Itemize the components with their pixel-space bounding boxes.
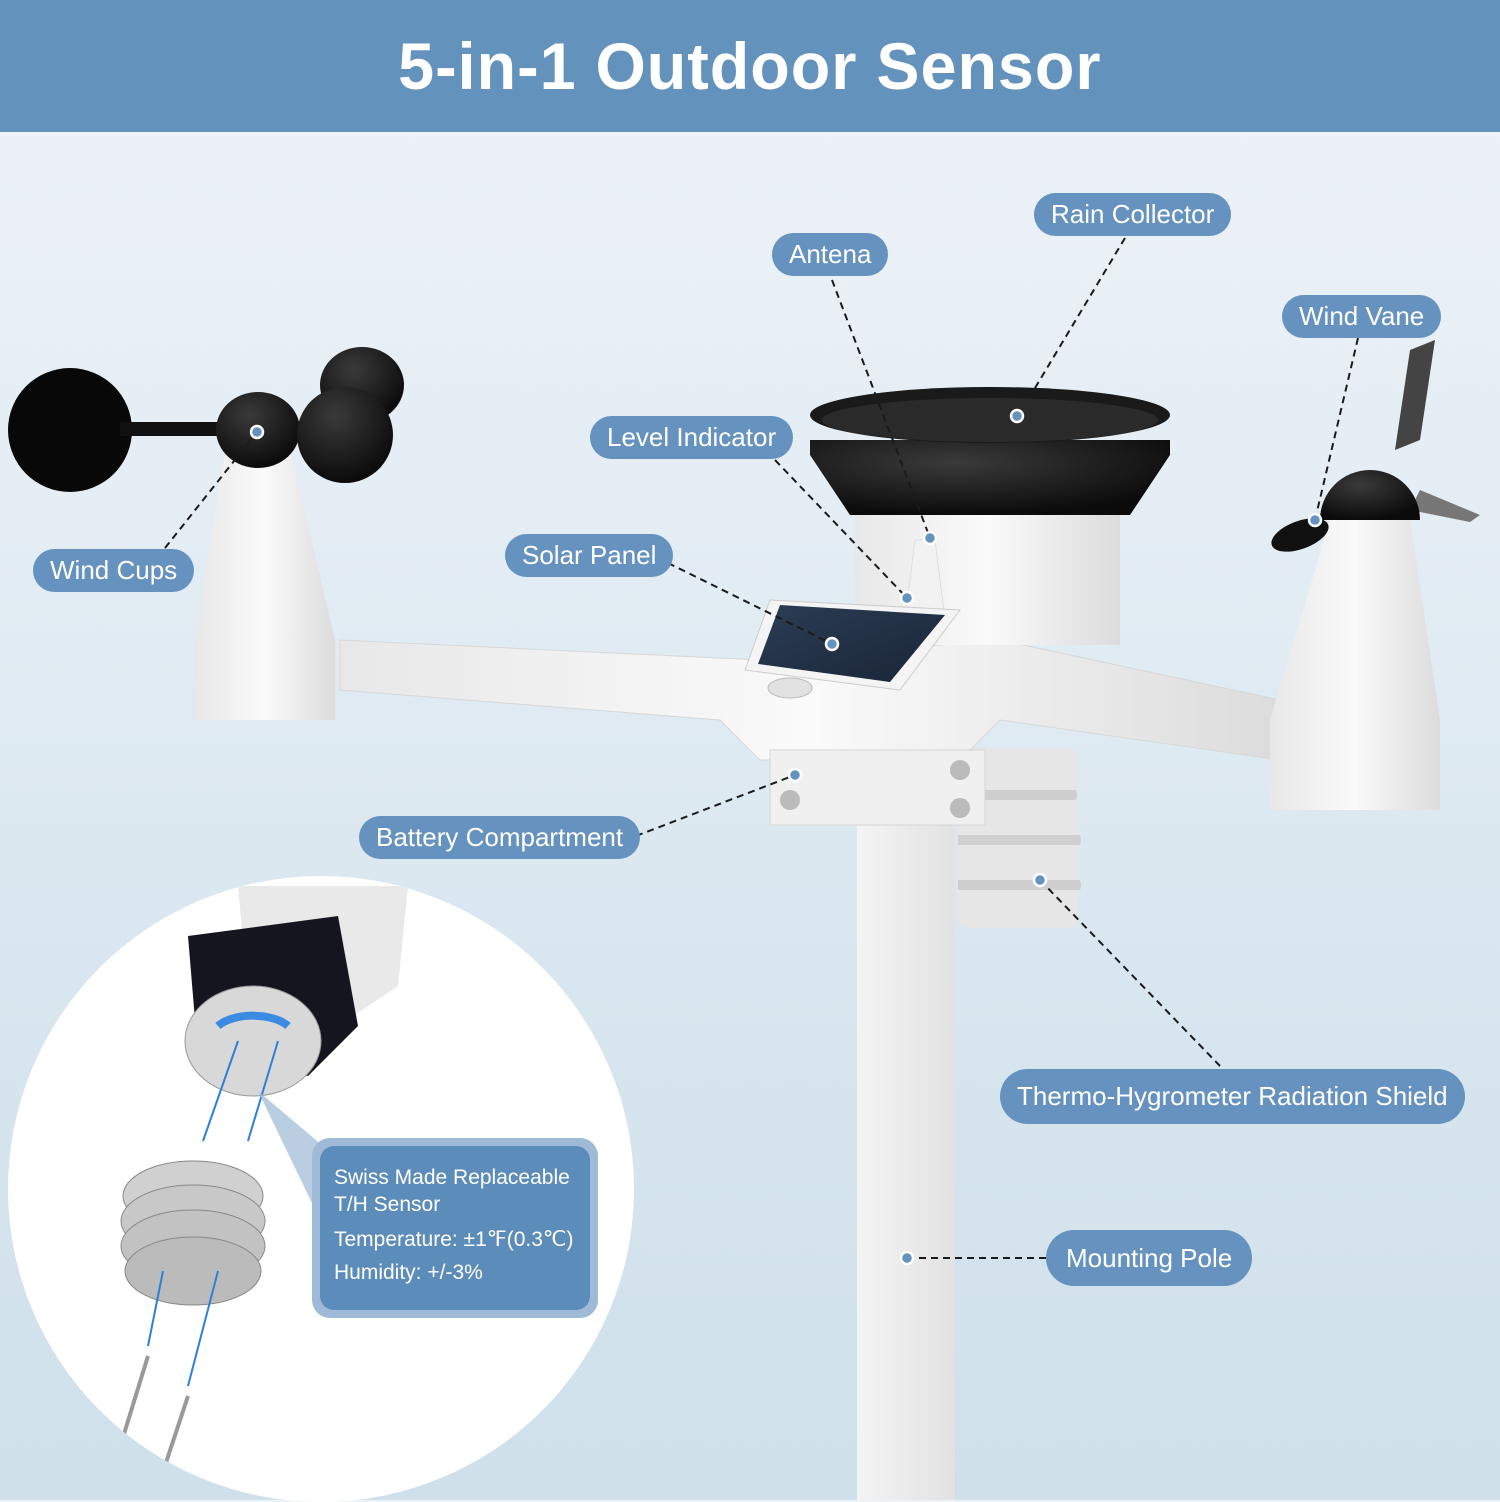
callout-title-line1: Swiss Made Replaceable xyxy=(334,1166,570,1189)
callout-title-line2: T/H Sensor xyxy=(334,1193,441,1216)
marker-dot xyxy=(1032,872,1048,888)
mounting-pole-shape xyxy=(857,800,955,1500)
marker-dot xyxy=(899,590,915,606)
label-mounting-pole: Mounting Pole xyxy=(1046,1230,1253,1286)
marker-dot xyxy=(922,530,938,546)
label-thermo-hygrometer-radiation-shield: Thermo-Hygrometer Radiation Shield xyxy=(1000,1069,1465,1124)
humidity-accuracy: Humidity: +/-3% xyxy=(334,1261,483,1284)
label-solar-panel: Solar Panel xyxy=(505,534,674,577)
radiation-shield-shape xyxy=(958,748,1082,928)
temperature-accuracy: Temperature: ±1℉(0.3℃) xyxy=(334,1228,574,1251)
marker-dot xyxy=(899,1250,915,1266)
label-antena: Antena xyxy=(772,233,889,276)
sensor-spec-callout: Swiss Made Replaceable T/H Sensor Temper… xyxy=(312,1138,598,1318)
page-title: 5-in-1 Outdoor Sensor xyxy=(398,29,1102,103)
marker-dot xyxy=(787,767,803,783)
label-level-indicator: Level Indicator xyxy=(590,416,794,459)
marker-dot xyxy=(1009,408,1025,424)
label-wind-cups: Wind Cups xyxy=(33,549,195,592)
replaceable-sensor-illustration xyxy=(106,886,408,1502)
label-rain-collector: Rain Collector xyxy=(1034,193,1232,236)
marker-dot xyxy=(824,636,840,652)
label-wind-vane: Wind Vane xyxy=(1282,295,1442,338)
marker-dot xyxy=(1307,512,1323,528)
label-battery-compartment: Battery Compartment xyxy=(359,816,641,859)
header-banner: 5-in-1 Outdoor Sensor xyxy=(0,0,1500,132)
marker-dot xyxy=(249,424,265,440)
